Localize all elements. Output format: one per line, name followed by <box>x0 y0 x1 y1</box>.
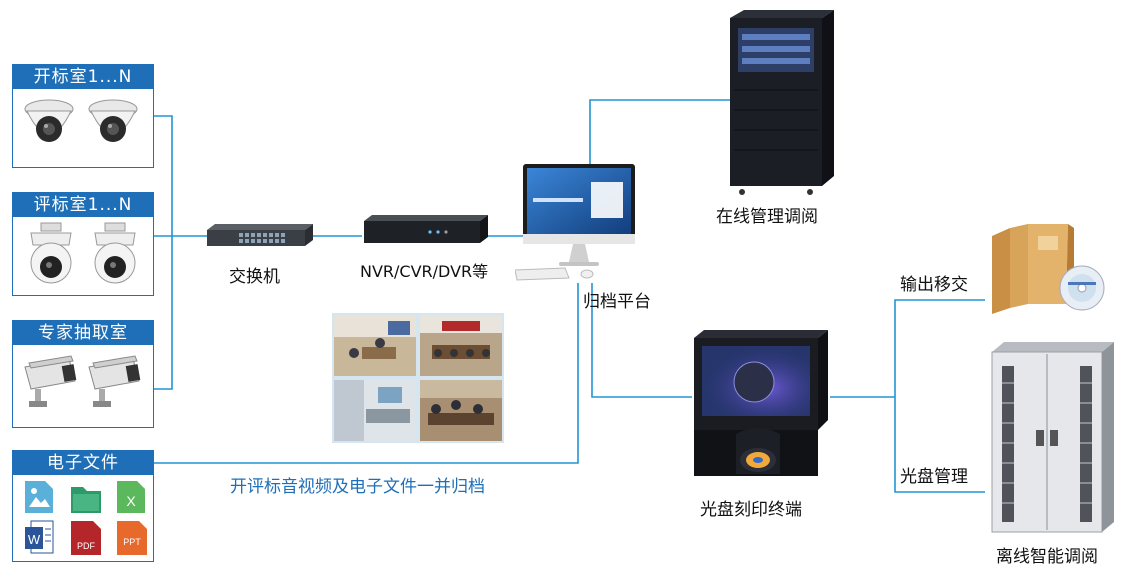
archive-platform-monitor-icon <box>515 164 635 281</box>
network-switch-icon <box>207 224 313 246</box>
folder-icon <box>71 487 101 513</box>
room-title: 开标室1...N <box>13 65 153 89</box>
image-file-icon <box>25 481 53 513</box>
nvr-recorder-icon <box>364 215 488 243</box>
efile-to-platform-line <box>154 283 579 464</box>
room-link-line <box>152 115 173 390</box>
photo-meeting-room-1 <box>334 315 416 376</box>
split-to-disc-mgmt-line <box>894 397 985 493</box>
pdf-file-icon: PDF <box>71 521 101 555</box>
efile-title: 电子文件 <box>13 451 153 475</box>
svg-text:PDF: PDF <box>77 541 96 551</box>
room-panel-bid-evaluation: 评标室1...N <box>12 192 154 296</box>
recorder-label: NVR/CVR/DVR等 <box>360 262 489 281</box>
bullet-camera-icon <box>24 355 141 407</box>
archive-box-and-disc-icon <box>992 224 1105 314</box>
room-panel-expert-selection: 专家抽取室 <box>12 320 154 428</box>
printer-label: 光盘刻印终端 <box>700 500 802 520</box>
platform-label: 归档平台 <box>583 292 651 312</box>
split-to-output-line <box>894 299 985 397</box>
switch-label: 交换机 <box>229 267 280 287</box>
dome-camera-icon <box>24 99 138 142</box>
offline-label: 离线智能调阅 <box>996 547 1098 567</box>
disc-printer-terminal-icon <box>694 330 828 476</box>
svg-text:X: X <box>126 493 136 509</box>
photo-meeting-room-3 <box>334 380 416 441</box>
word-file-icon: W <box>25 520 54 554</box>
excel-file-icon: X <box>117 481 145 513</box>
photo-meeting-room-4 <box>420 380 502 441</box>
offline-disc-cabinet-icon <box>991 342 1114 533</box>
surveillance-photo-collage <box>332 313 504 443</box>
online-server-cabinet-icon <box>730 10 834 195</box>
ptz-camera-icon <box>30 222 136 284</box>
svg-text:PPT: PPT <box>123 537 141 547</box>
room-title: 专家抽取室 <box>13 321 153 345</box>
room-title: 评标室1...N <box>13 193 153 217</box>
output-label: 输出移交 <box>900 275 968 295</box>
ppt-file-icon: PPT <box>117 521 147 555</box>
platform-to-printer-line <box>591 283 692 398</box>
svg-text:W: W <box>28 532 41 547</box>
file-icons-group: X W PDF PPT <box>25 481 147 555</box>
online-label: 在线管理调阅 <box>716 207 818 227</box>
photo-meeting-room-2 <box>420 315 502 376</box>
archive-caption: 开评标音视频及电子文件一并归档 <box>230 477 485 497</box>
efile-panel: 电子文件 X W <box>12 450 154 562</box>
disc-mgmt-label: 光盘管理 <box>900 467 968 487</box>
platform-to-online-line <box>589 99 730 165</box>
room-panel-bid-opening: 开标室1...N <box>12 64 154 168</box>
